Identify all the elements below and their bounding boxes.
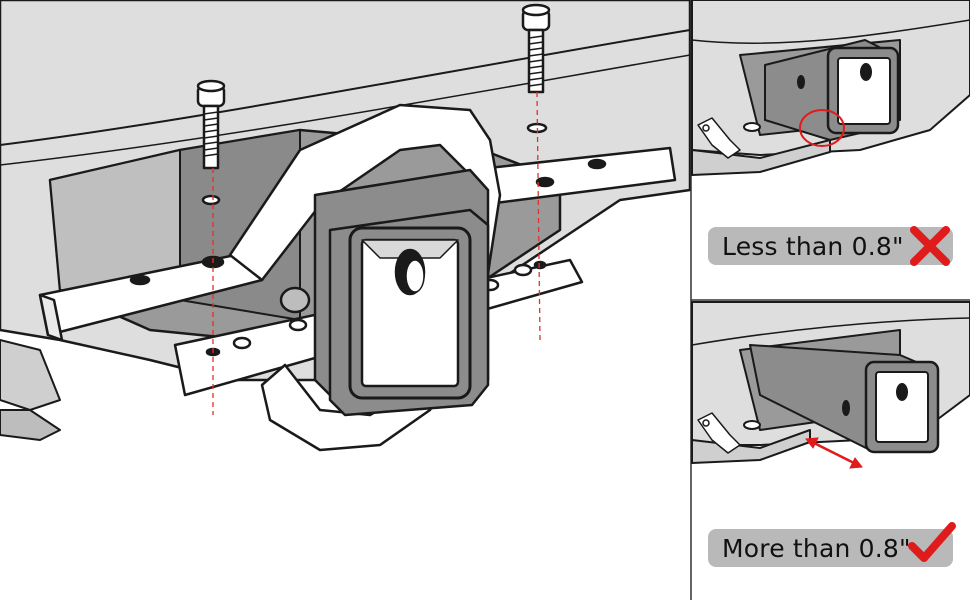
bolt-icon xyxy=(196,79,226,170)
caption-less-than-text: Less than 0.8" xyxy=(722,231,904,261)
red-circle-highlight xyxy=(799,109,845,147)
bumper-edge xyxy=(0,29,691,146)
double-arrow-icon xyxy=(805,437,863,469)
panel-bottom-right-illustration xyxy=(691,301,970,464)
bracket-loop xyxy=(228,103,502,452)
bolt-icon xyxy=(521,3,551,94)
red-x-icon xyxy=(910,226,950,266)
main-illustration xyxy=(0,0,692,452)
caption-more-than-text: More than 0.8" xyxy=(722,533,911,563)
panel-top-right-illustration xyxy=(691,0,970,176)
red-checkmark-icon xyxy=(908,522,956,562)
